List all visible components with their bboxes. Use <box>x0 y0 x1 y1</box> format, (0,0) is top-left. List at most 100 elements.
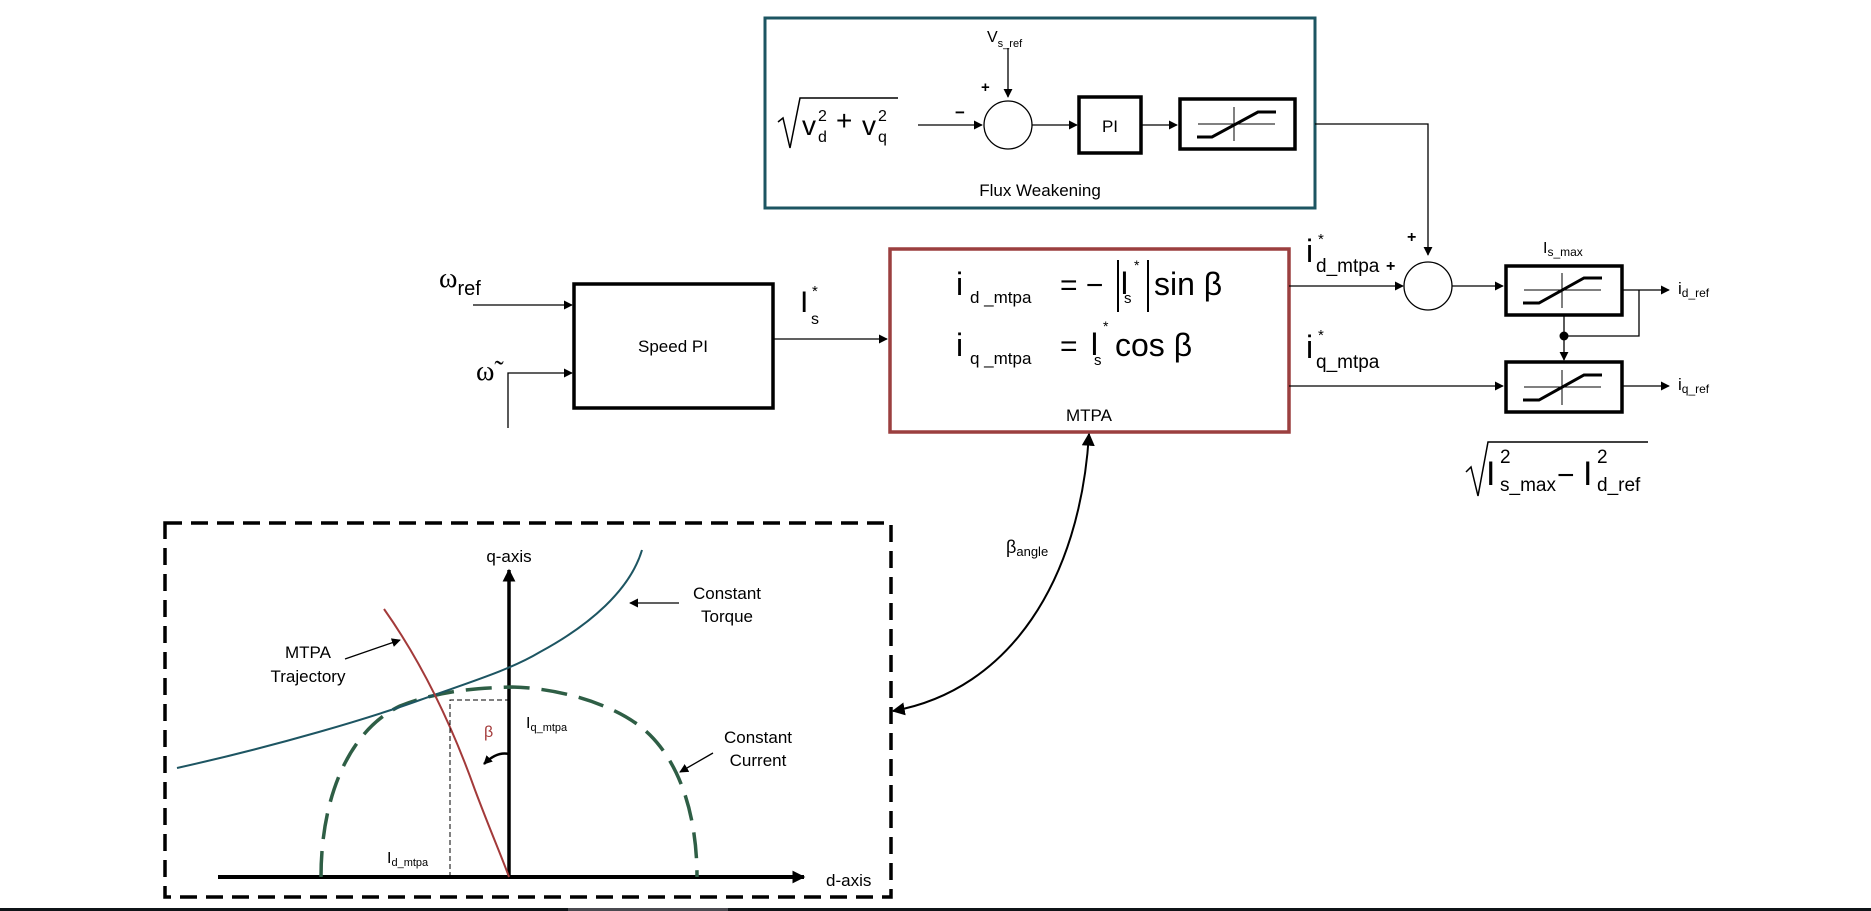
flux-to-sum-arrow <box>1315 123 1433 256</box>
id-ref-label: id_ref <box>1678 279 1710 300</box>
mtpa-trajectory-label-line1: MTPA <box>285 643 332 662</box>
plus-symbol: + <box>836 105 852 136</box>
id-sum-junction <box>1403 261 1453 311</box>
vq-exponent: 2 <box>878 108 887 125</box>
svg-text:s: s <box>1094 352 1102 369</box>
dq-plane-plot: d-axis q-axis β Iq_mtpa Id_mtpa Constant… <box>163 521 893 899</box>
id-sum-plus: + <box>1386 258 1395 275</box>
q-axis-label: q-axis <box>486 547 531 566</box>
constant-current-label-line1: Constant <box>724 728 792 747</box>
vq-subscript: q <box>878 129 887 146</box>
svg-text:I: I <box>1486 455 1495 493</box>
svg-text:q _mtpa: q _mtpa <box>970 349 1032 368</box>
flux-pi-label: PI <box>1102 117 1118 136</box>
id-limiter-block <box>1504 264 1624 317</box>
constant-current-curve <box>319 685 699 878</box>
svg-text:I: I <box>1583 455 1592 493</box>
mtpa-title: MTPA <box>1066 406 1113 425</box>
is-max-label: Is_max <box>1543 240 1583 259</box>
vd-exponent: 2 <box>818 108 827 125</box>
mtpa-trajectory-pointer <box>344 638 401 660</box>
flux-weakening-title: Flux Weakening <box>979 181 1101 200</box>
id-mtpa-plot-label: Id_mtpa <box>387 850 429 869</box>
is-ref-symbol: I <box>800 286 808 319</box>
saturation-icon <box>1523 273 1602 308</box>
voltage-sum-junction <box>983 100 1033 150</box>
flux-weakening-block: v 2 d + v 2 q Vs_ref + − PI Flux Weakeni… <box>763 16 1317 210</box>
id-ref-feedback-line <box>1564 290 1640 337</box>
svg-text:I: I <box>1090 326 1099 362</box>
svg-text:i: i <box>956 327 963 363</box>
svg-text:= −: = − <box>1060 269 1103 302</box>
iq-mtpa-symbol: i <box>1306 329 1313 365</box>
svg-text:i: i <box>956 266 963 302</box>
iq-mtpa-plot-label: Iq_mtpa <box>526 715 568 734</box>
iq-ref-label: iq_ref <box>1678 375 1710 396</box>
iq-limiter-block <box>1504 360 1624 414</box>
constant-torque-curve <box>176 549 643 769</box>
scrollbar-thumb[interactable] <box>568 908 728 911</box>
constant-current-label-line2: Current <box>730 751 787 770</box>
iq-mtpa-equation: i q _mtpa = I * s cos β <box>956 318 1192 369</box>
plus-sign: + <box>981 79 990 96</box>
svg-text:d _mtpa: d _mtpa <box>970 288 1032 307</box>
id-mtpa-sup: * <box>1318 231 1324 248</box>
plot-frame <box>163 521 893 899</box>
current-limiter-section: i * d_mtpa + + Is_max id_ref i * q_mtpa <box>1289 229 1710 497</box>
operating-point-projection <box>449 699 509 877</box>
omega-ref-label: ωref <box>439 263 481 300</box>
svg-text:d_ref: d_ref <box>1597 475 1641 496</box>
vd-symbol: v <box>802 110 816 141</box>
mtpa-trajectory-curve <box>383 608 510 878</box>
svg-text:*: * <box>1134 257 1140 273</box>
svg-text:I: I <box>1120 265 1129 301</box>
mtpa-block: i d _mtpa = − I * s sin β i q _mtpa = I … <box>888 247 1291 434</box>
mtpa-frame <box>888 247 1291 434</box>
svg-text:s: s <box>1124 290 1132 307</box>
beta-angle-label: βangle <box>1006 537 1048 559</box>
id-mtpa-equation: i d _mtpa = − I * s sin β <box>956 257 1222 312</box>
vq-symbol: v <box>862 110 876 141</box>
omega-feedback-arrow <box>507 368 573 428</box>
speed-pi-block <box>572 282 775 410</box>
constant-torque-label-line1: Constant <box>693 584 761 603</box>
svg-text:*: * <box>1103 318 1109 334</box>
svg-text:cos β: cos β <box>1115 327 1192 363</box>
id-mtpa-sub: d_mtpa <box>1316 256 1380 277</box>
svg-text:2: 2 <box>1500 447 1511 468</box>
fw-sum-plus: + <box>1407 229 1416 246</box>
minus-sign: − <box>955 103 965 122</box>
saturation-icon <box>1197 107 1276 141</box>
constant-current-pointer <box>679 752 714 773</box>
saturation-icon <box>1523 370 1602 405</box>
voltage-magnitude-formula: v 2 d + v 2 q <box>777 97 898 149</box>
svg-text:=: = <box>1060 330 1078 363</box>
vd-subscript: d <box>818 129 827 146</box>
vs-ref-label: Vs_ref <box>987 29 1023 50</box>
omega-feedback-label: ω̃ <box>476 356 504 387</box>
sqrt-sign <box>777 97 898 149</box>
id-mtpa-symbol: i <box>1306 233 1313 269</box>
speed-loop: ωref ω̃ Speed PI I * s <box>439 263 888 428</box>
d-axis-label: d-axis <box>826 871 871 890</box>
svg-text:s_max: s_max <box>1500 475 1556 496</box>
iq-mtpa-sup: * <box>1318 327 1324 344</box>
constant-torque-label-line2: Torque <box>701 607 753 626</box>
speed-pi-label: Speed PI <box>638 337 708 356</box>
iq-limit-formula: I 2 s_max − I 2 d_ref <box>1465 441 1648 497</box>
is-ref-subscript: s <box>811 311 819 328</box>
junction-dot <box>1559 331 1569 341</box>
beta-angle-arrow <box>483 752 510 765</box>
svg-text:−: − <box>1557 459 1575 492</box>
svg-text:2: 2 <box>1597 447 1608 468</box>
mtpa-trajectory-label-line2: Trajectory <box>271 667 346 686</box>
svg-text:sin β: sin β <box>1154 266 1222 302</box>
bottom-edge-bar <box>0 908 1871 911</box>
beta-angle-link <box>891 432 1095 716</box>
is-ref-superscript: * <box>812 283 818 300</box>
iq-mtpa-sub: q_mtpa <box>1316 352 1380 373</box>
flux-saturation-block <box>1178 97 1297 151</box>
flux-weakening-frame <box>763 16 1317 210</box>
beta-label: β <box>484 724 493 741</box>
